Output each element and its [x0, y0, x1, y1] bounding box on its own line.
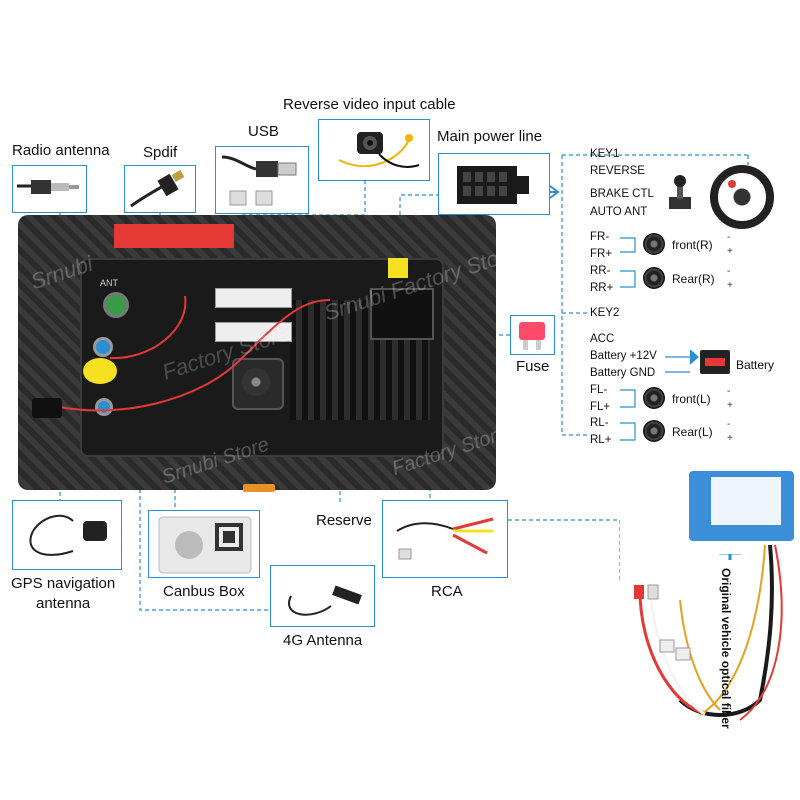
- canbus-image: [158, 516, 252, 574]
- antenna-4g-image: [288, 585, 362, 616]
- ant-label: ANT: [100, 278, 118, 288]
- speaker-front-r-label: front(R): [672, 238, 713, 252]
- rear-r-minus: -: [727, 266, 731, 277]
- pin-rl-minus: RL-: [590, 417, 609, 429]
- spdif-label: Spdif: [143, 144, 178, 161]
- fuse-label: Fuse: [516, 358, 550, 375]
- ant-port: [103, 292, 129, 318]
- bottom-tab: [243, 484, 275, 492]
- pin-key2: KEY2: [590, 307, 620, 319]
- gps-antenna-image: [29, 514, 107, 556]
- canbus-label: Canbus Box: [163, 583, 245, 600]
- pin-fr-minus: FR-: [590, 231, 610, 243]
- pin-auto-ant: AUTO ANT: [590, 206, 648, 218]
- pin-battery-12v: Battery +12V: [590, 350, 657, 362]
- fuse-box: [510, 315, 555, 355]
- speaker-rear-r-label: Rear(R): [672, 272, 715, 286]
- fan: [232, 358, 284, 410]
- usb-label: USB: [248, 123, 279, 140]
- power-connector: [370, 288, 434, 340]
- spdif-box: [124, 165, 196, 213]
- yellow-plug: [388, 258, 408, 278]
- usb-image: [221, 155, 297, 206]
- gps-label-line1: GPS navigation: [11, 575, 116, 592]
- rca-image: [396, 517, 494, 560]
- battery-icon-label-strip: [705, 358, 725, 366]
- pin-fl-minus: FL-: [590, 384, 608, 396]
- rear-r-plus: +: [727, 280, 733, 291]
- rca-label: RCA: [431, 583, 463, 600]
- rca-connector-detail: [620, 545, 660, 585]
- pin-brake-ctl: BRAKE CTL: [590, 188, 654, 200]
- left-plug: [32, 398, 62, 418]
- radio-antenna-image: [17, 180, 79, 194]
- rear-l-plus: +: [727, 433, 733, 444]
- speaker-front-l-label: front(L): [672, 392, 711, 406]
- pin-fl-plus: FL+: [590, 401, 611, 413]
- battery-label: Battery: [736, 358, 775, 372]
- front-l-plus: +: [727, 400, 733, 411]
- canbus-box: [148, 510, 260, 578]
- main-power-image: [457, 166, 529, 204]
- fiber-label: Original vehicle optical fiber: [719, 568, 733, 729]
- main-power-label: Main power line: [437, 128, 543, 145]
- speaker-front-l-icon: [643, 387, 665, 409]
- main-power-box: [438, 153, 550, 215]
- rca-box: [382, 500, 508, 578]
- pin-fr-plus: FR+: [590, 248, 613, 260]
- radio-antenna-box: [12, 165, 87, 213]
- reverse-camera-box: [318, 119, 430, 181]
- pin-key1: KEY1: [590, 148, 620, 160]
- pin-reverse: REVERSE: [590, 165, 645, 177]
- speaker-rear-l-icon: [643, 420, 665, 442]
- usb-box: [215, 146, 309, 214]
- steering-wheel-icon: [710, 165, 774, 229]
- pin-acc: ACC: [590, 333, 615, 345]
- spdif-image: [130, 170, 185, 208]
- gps-box: [12, 500, 122, 570]
- rca-connector-block: [215, 322, 292, 342]
- shifter-box: [658, 172, 700, 212]
- pin-battery-gnd: Battery GND: [590, 367, 656, 379]
- rear-l-minus: -: [727, 419, 731, 430]
- speaker-front-r-icon: [643, 233, 665, 255]
- reverse-cable-label: Reverse video input cable: [283, 96, 456, 113]
- gps-label-line2: antenna: [36, 595, 91, 612]
- yellow-cap: [83, 358, 117, 384]
- front-r-plus: +: [727, 246, 733, 257]
- usb-connector-block: [215, 288, 292, 308]
- fiber-adapter-sticker: [711, 477, 781, 525]
- reverse-camera-image: [338, 132, 420, 168]
- speaker-rear-r-icon: [643, 267, 665, 289]
- red-tag: [114, 224, 234, 248]
- antenna-4g-box: [270, 565, 375, 627]
- pin-rr-minus: RR-: [590, 265, 611, 277]
- fuse-image: [519, 322, 545, 350]
- fiber-adapter-box: [620, 462, 798, 554]
- front-l-minus: -: [727, 386, 731, 397]
- gps-port: [93, 337, 113, 357]
- pin-rl-plus: RL+: [590, 434, 612, 446]
- antenna-4g-label: 4G Antenna: [283, 632, 363, 649]
- steering-wheel-stripe: [728, 180, 736, 188]
- front-r-minus: -: [727, 232, 731, 243]
- gear-shifter-icon: [669, 175, 691, 209]
- reserve-label: Reserve: [316, 512, 372, 529]
- radio-antenna-label: Radio antenna: [12, 142, 110, 159]
- fan-rotor: [242, 368, 270, 396]
- speaker-rear-l-label: Rear(L): [672, 425, 713, 439]
- pin-rr-plus: RR+: [590, 282, 614, 294]
